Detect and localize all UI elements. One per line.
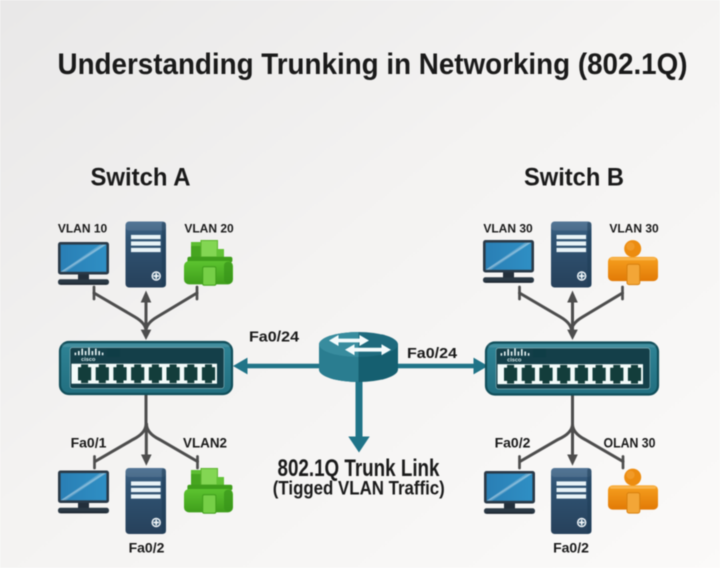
svg-text:Fa0/24: Fa0/24 (249, 329, 300, 346)
svg-text:Switch A: Switch A (91, 164, 191, 192)
svg-text:Fa0/24: Fa0/24 (407, 345, 458, 362)
svg-text:VLAN 10: VLAN 10 (58, 222, 108, 236)
svg-text:VLAN 30: VLAN 30 (609, 222, 659, 236)
svg-text:Fa0/1: Fa0/1 (71, 435, 107, 451)
svg-text:VLAN 30: VLAN 30 (483, 222, 533, 236)
svg-text:(Tigged VLAN Traffic): (Tigged VLAN Traffic) (273, 479, 445, 500)
svg-text:Fa0/2: Fa0/2 (129, 540, 165, 556)
svg-text:Understanding Trunking in Netw: Understanding Trunking in Networking (80… (58, 48, 688, 81)
svg-text:802.1Q Trunk Link: 802.1Q Trunk Link (278, 455, 441, 482)
svg-text:VLAN 20: VLAN 20 (184, 222, 234, 236)
svg-text:VLAN2: VLAN2 (183, 435, 227, 451)
svg-text:OLAN 30: OLAN 30 (604, 436, 656, 451)
svg-text:Switch B: Switch B (524, 164, 624, 192)
svg-text:Fa0/2: Fa0/2 (553, 540, 589, 556)
svg-text:Fa0/2: Fa0/2 (495, 435, 531, 451)
